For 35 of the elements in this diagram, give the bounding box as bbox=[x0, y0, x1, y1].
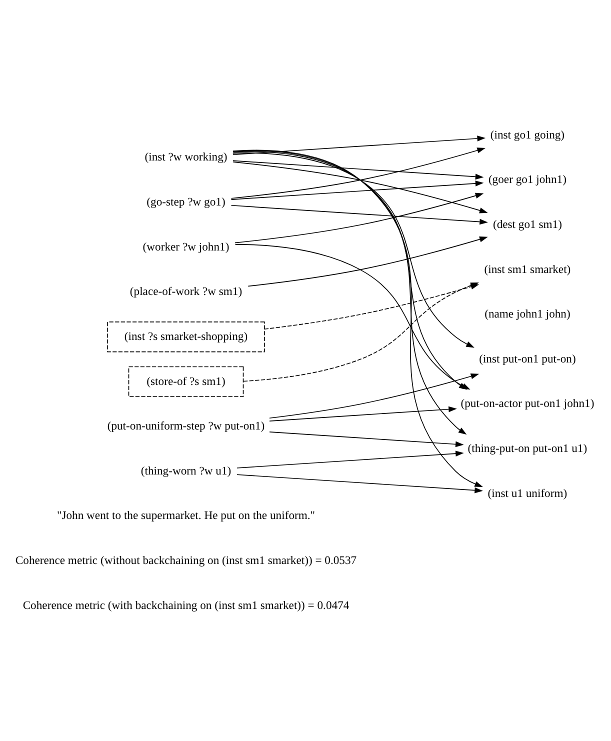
arrow bbox=[232, 150, 483, 488]
arrow bbox=[236, 450, 464, 468]
node-box: (store-of ?s sm1) bbox=[128, 366, 244, 398]
arrow bbox=[230, 204, 488, 225]
label: Coherence metric (with backchaining on (inst sm1 smarket)) = 0.0474 bbox=[22, 598, 350, 612]
node-text: (place-of-work ?w sm1) bbox=[130, 285, 242, 298]
arrow bbox=[230, 148, 486, 199]
node-text: (name john1 john) bbox=[484, 308, 570, 321]
arrow bbox=[234, 192, 484, 244]
arrow bbox=[232, 160, 484, 180]
arrow bbox=[248, 236, 488, 287]
arrow bbox=[269, 373, 480, 419]
node-text: (inst put-on1 put-on) bbox=[479, 352, 576, 366]
node-box: (inst ?s smarket-shopping) bbox=[107, 322, 265, 352]
node-text: (worker ?w john1) bbox=[142, 240, 230, 254]
node-text: (thing-worn ?w u1) bbox=[140, 464, 232, 478]
arrow bbox=[230, 180, 484, 200]
arrow bbox=[232, 136, 486, 156]
arrow bbox=[269, 406, 457, 422]
label: "John went to the supermarket. He put on the uniform." bbox=[56, 509, 316, 522]
arrow bbox=[232, 152, 474, 348]
node-text: (put-on-uniform-step ?w put-on1) bbox=[107, 420, 265, 433]
arrow bbox=[269, 432, 464, 448]
arrow bbox=[232, 162, 488, 214]
node-text: (inst u1 uniform) bbox=[488, 486, 568, 500]
node-text: (dest go1 sm1) bbox=[492, 218, 562, 231]
node-text: (goer go1 john1) bbox=[488, 173, 566, 186]
arrow bbox=[236, 474, 483, 494]
node-text: (put-on-actor put-on1 john1) bbox=[460, 397, 594, 410]
node-text: (inst sm1 smarket) bbox=[484, 262, 571, 276]
node-text: (inst go1 going) bbox=[490, 128, 565, 142]
node-text: (go-step ?w go1) bbox=[146, 196, 226, 209]
label: Coherence metric (without backchaining on (inst sm1 smarket)) = 0.0537 bbox=[15, 554, 357, 568]
node-text: (inst ?w working) bbox=[144, 150, 228, 164]
node-text: (thing-put-on put-on1 u1) bbox=[468, 442, 588, 455]
